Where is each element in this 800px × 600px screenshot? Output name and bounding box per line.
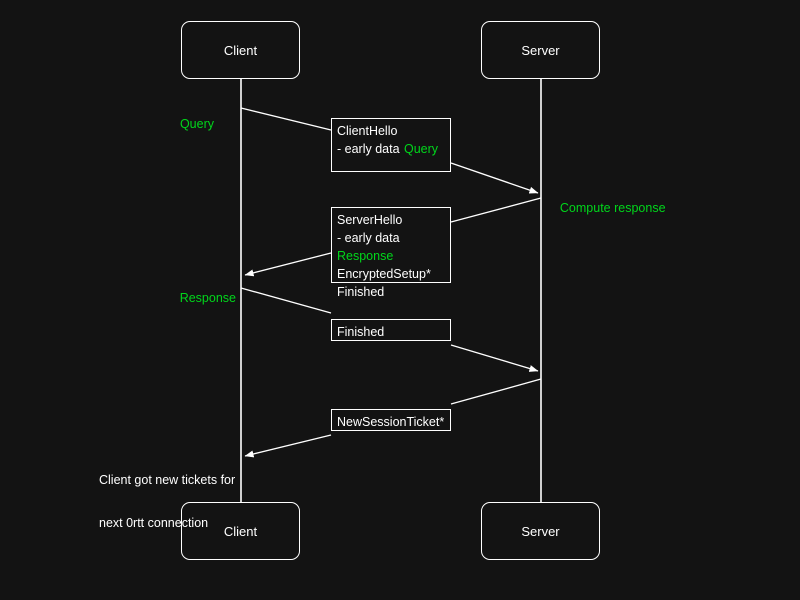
arrow-finished-left bbox=[240, 287, 332, 314]
label-query-text: Query bbox=[179, 117, 214, 131]
message-line: EncryptedSetup* bbox=[337, 267, 431, 281]
arrow-server-hello-left bbox=[244, 252, 332, 277]
actor-client-top[interactable]: Client bbox=[181, 21, 300, 79]
message-box-new-session-ticket[interactable]: NewSessionTicket* bbox=[331, 409, 451, 431]
note-line-2: next 0rtt connection bbox=[99, 515, 209, 530]
message-line-highlight: Query bbox=[403, 142, 439, 156]
message-box-finished[interactable]: Finished bbox=[331, 319, 451, 341]
actor-client-bottom[interactable]: Client bbox=[181, 502, 300, 560]
label-response: Response bbox=[104, 277, 236, 319]
arrow-client-hello-left bbox=[240, 107, 332, 131]
message-box-server-hello[interactable]: ServerHello - early data Response Encryp… bbox=[331, 207, 451, 299]
message-line: Finished bbox=[337, 285, 385, 299]
actor-server-top-label: Server bbox=[521, 42, 560, 58]
message-line-highlight: Response bbox=[337, 249, 394, 263]
note-client-new-tickets: Client got new tickets for next 0rtt con… bbox=[99, 445, 244, 558]
actor-server-bottom[interactable]: Server bbox=[481, 502, 600, 560]
arrow-client-hello-right bbox=[450, 162, 539, 194]
arrow-server-hello-right bbox=[450, 197, 542, 223]
message-line: - early data bbox=[337, 142, 400, 156]
message-line: ServerHello bbox=[337, 213, 403, 227]
message-line: Finished bbox=[337, 325, 385, 339]
message-line: - early data bbox=[337, 231, 400, 245]
arrow-new-session-ticket-right bbox=[450, 378, 542, 405]
message-box-client-hello[interactable]: ClientHello - early data Query bbox=[331, 118, 451, 172]
note-line-1: Client got new tickets for bbox=[99, 473, 236, 487]
actor-server-top[interactable]: Server bbox=[481, 21, 600, 79]
label-query: Query bbox=[104, 103, 214, 145]
label-compute-response-text: Compute response bbox=[559, 201, 666, 215]
arrow-new-session-ticket-left bbox=[244, 434, 332, 458]
message-line: NewSessionTicket* bbox=[337, 415, 445, 429]
actor-client-bottom-label: Client bbox=[223, 523, 258, 539]
actor-client-top-label: Client bbox=[223, 42, 258, 58]
arrow-finished-right bbox=[450, 344, 539, 372]
label-response-text: Response bbox=[179, 291, 236, 305]
actor-server-bottom-label: Server bbox=[521, 523, 560, 539]
message-line: ClientHello bbox=[337, 124, 398, 138]
label-compute-response: Compute response bbox=[546, 187, 666, 229]
